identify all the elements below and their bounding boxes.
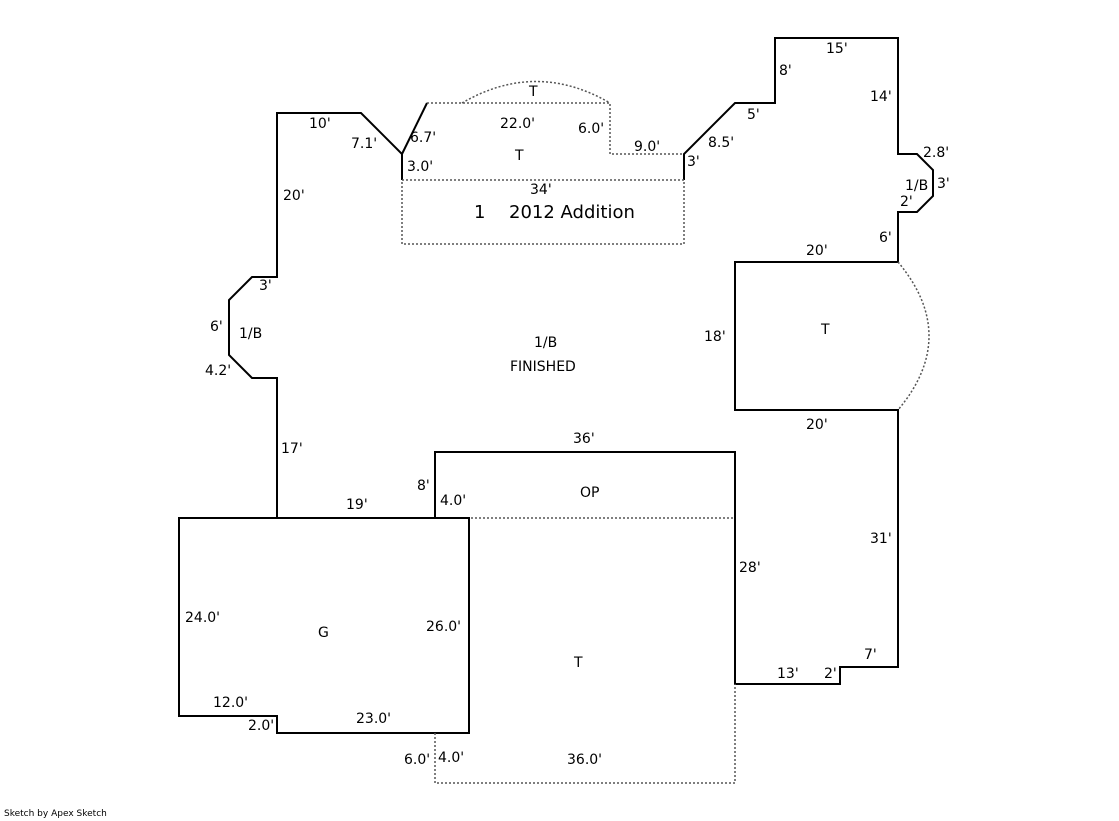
dimension-label: 34' [530,182,552,198]
dimension-label: 22.0' [500,116,536,132]
dimension-label: 17' [281,441,303,457]
dimension-label: 3' [687,154,700,170]
dimension-label: 5' [747,107,760,123]
dimension-label: 23.0' [356,711,392,727]
dimension-label: 7' [864,647,877,663]
dimension-label: 2' [824,666,837,682]
dimension-label: 3.0' [407,159,434,175]
top-terrace-arc [461,80,611,104]
dimension-label: 31' [870,531,892,547]
dimension-label: 2.8' [923,145,950,161]
terrace-diagonal-wall [401,102,428,155]
dimension-label: 26.0' [426,619,462,635]
dimension-label: 4.0' [438,750,465,766]
bay-left-label: 1/B [239,326,263,342]
dimension-label: 19' [346,497,368,513]
dimension-label: 12.0' [213,695,249,711]
main-area-label: 1/B [534,335,558,351]
terrace-right-label: T [821,322,830,338]
dimension-label: 2.0' [248,718,275,734]
garage-label: G [318,625,329,641]
right-terrace-arc [897,261,930,411]
garage-outline [178,517,470,734]
porch-label: OP [580,485,600,501]
main-house-outline [228,37,934,685]
dimension-label: 6.0' [404,752,431,768]
bay-right-label: 1/B [905,178,929,194]
dimension-label: 8.5' [708,135,735,151]
dimension-label: 4.2' [205,363,232,379]
dimension-label: 9.0' [634,139,661,155]
dimension-label: 36.0' [567,752,603,768]
dimension-label: 14' [870,89,892,105]
dimension-label: 20' [283,188,305,204]
addition-outline [401,179,685,245]
terrace-bottom-label: T [574,655,583,671]
addition-name: 2012 Addition [509,202,635,223]
terrace-addition-label: T [515,148,524,164]
main-area-sublabel: FINISHED [510,359,576,375]
dimension-label: 3' [259,278,272,294]
dimension-label: 2' [900,194,913,210]
dimension-label: 4.0' [440,493,467,509]
dimension-label: 6' [879,230,892,246]
dimension-label: 8' [779,63,792,79]
dimension-label: 13' [777,666,799,682]
terrace-top-label: T [529,84,538,100]
dimension-label: 36' [573,431,595,447]
dimension-label: 28' [739,560,761,576]
dimension-label: 20' [806,243,828,259]
addition-number: 1 [474,202,486,223]
bottom-terrace-outline [434,684,736,784]
dimension-label: 8' [417,478,430,494]
dimension-label: 6.0' [578,121,605,137]
dimension-label: 18' [704,329,726,345]
dimension-label: 3' [937,176,950,192]
dimension-label: 6.7' [410,130,437,146]
dimension-label: 7.1' [351,136,378,152]
dimension-label: 20' [806,417,828,433]
sketch-credit: Sketch by Apex Sketch [4,809,107,819]
dimension-label: 6' [210,319,223,335]
dimension-label: 24.0' [185,610,221,626]
top-terrace-outline [427,102,684,155]
dimension-label: 10' [309,116,331,132]
dimension-label: 15' [826,41,848,57]
